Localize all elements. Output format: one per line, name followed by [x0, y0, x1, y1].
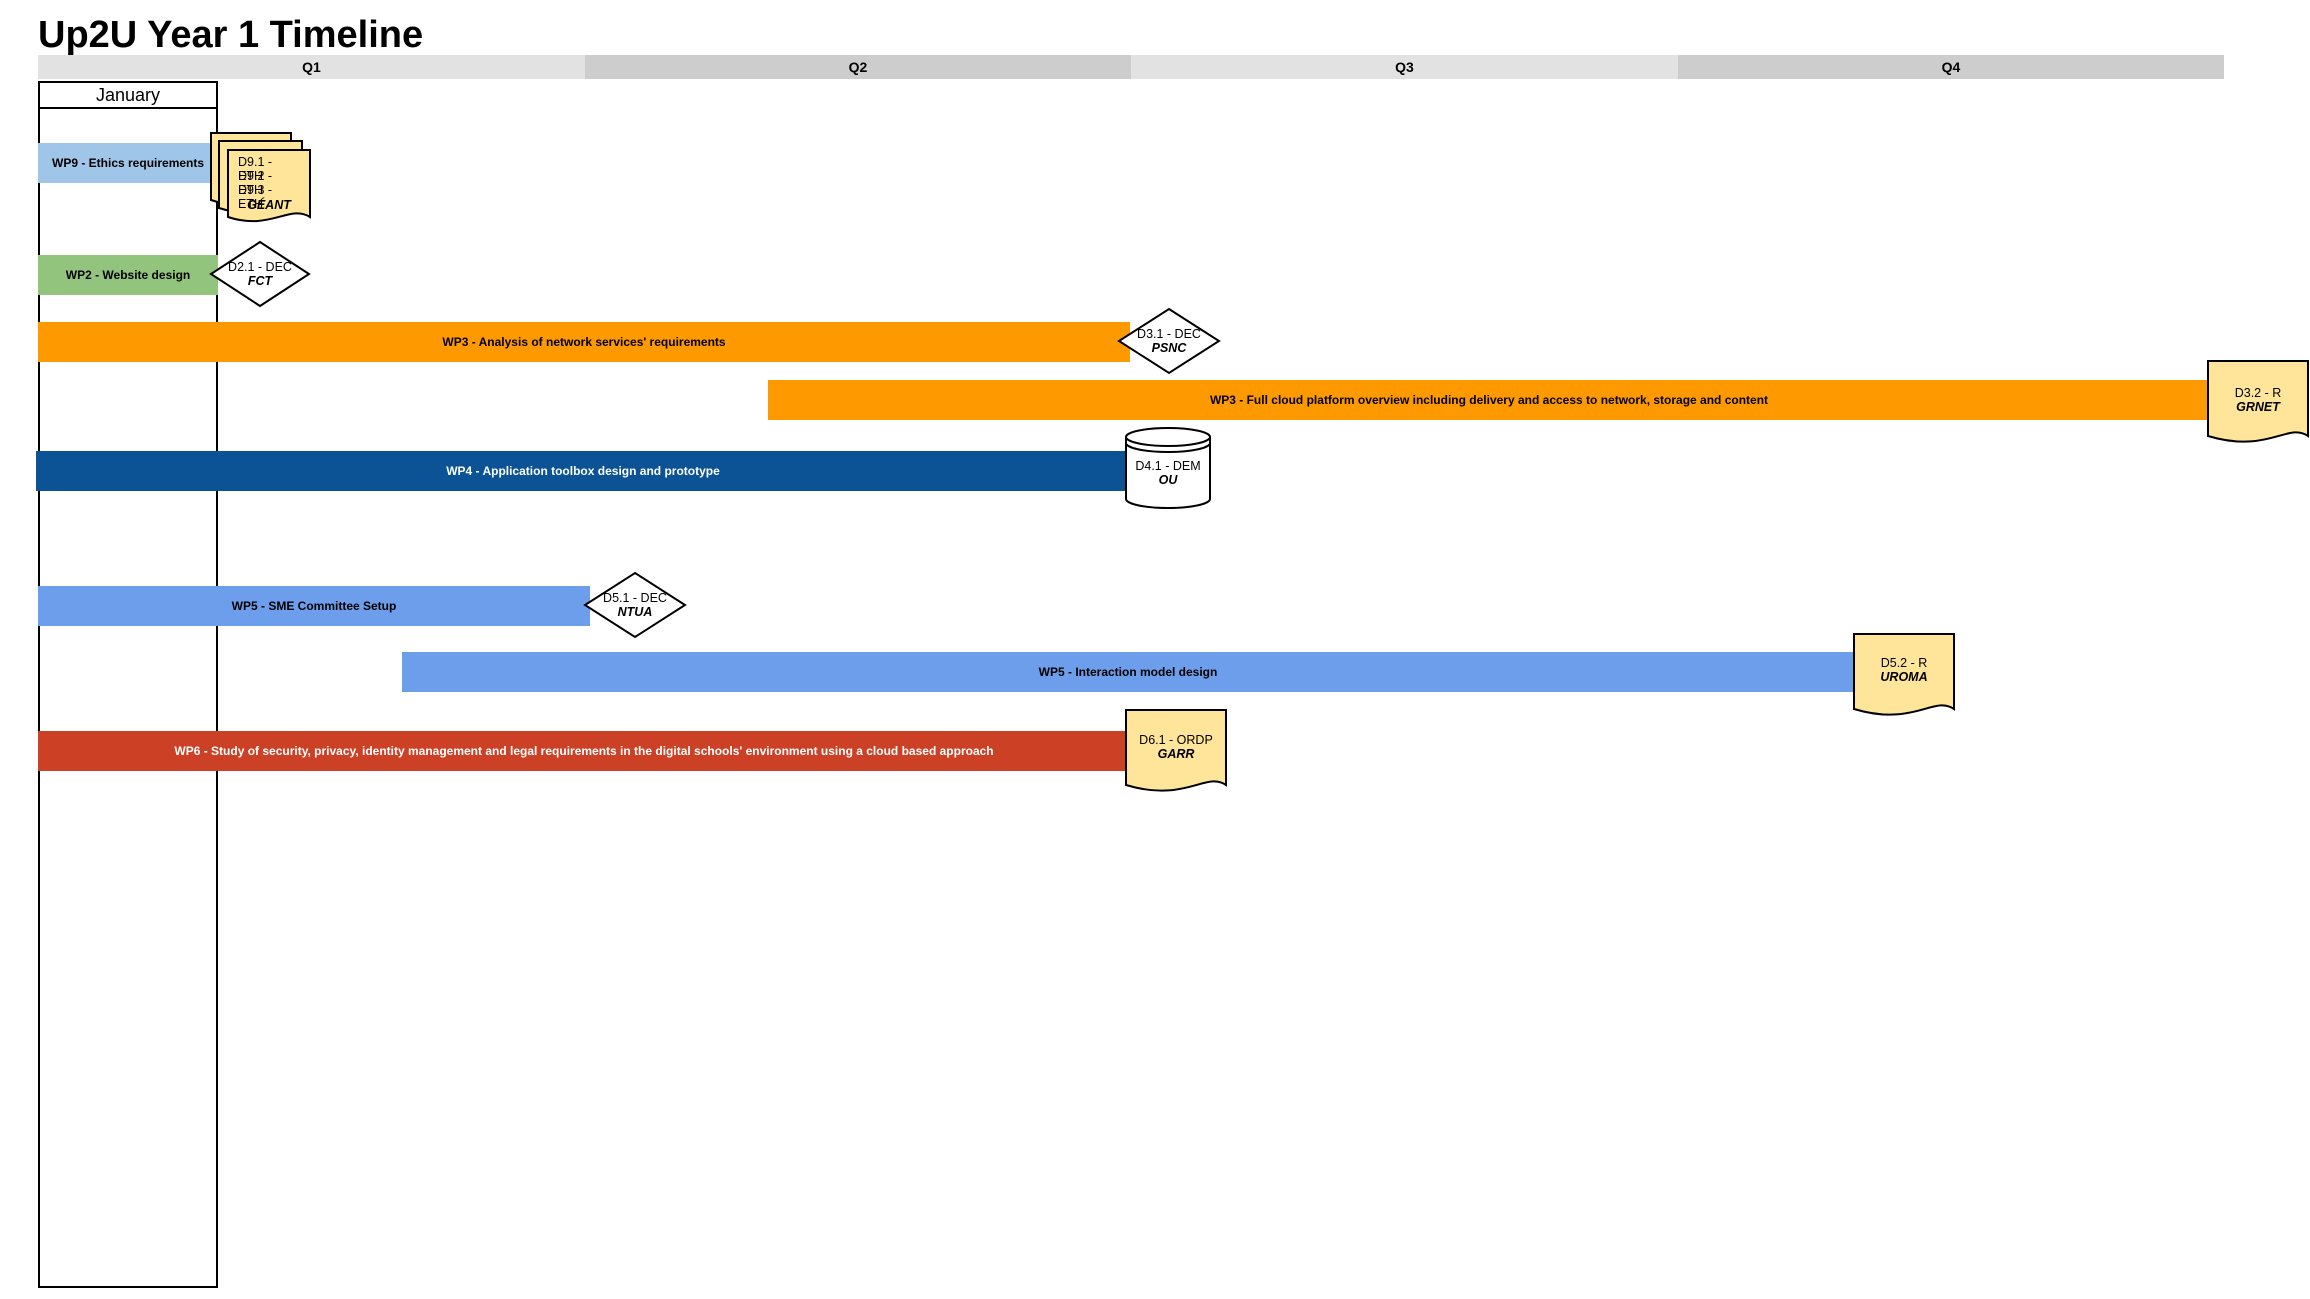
deliverable-d5-2-owner: UROMA	[1880, 670, 1928, 684]
task-bar-wp5-sme-committee: WP5 - SME Committee Setup	[38, 586, 590, 626]
deliverable-d3-2-label: D3.2 - R	[2234, 386, 2282, 400]
deliverable-d4-1-owner: OU	[1158, 473, 1178, 487]
month-label: January	[40, 83, 216, 109]
deliverable-d9-3-label: D9.3 - ETH	[238, 183, 273, 211]
deliverable-d5-1-diamond: D5.1 - DEC NTUA	[583, 571, 687, 639]
deliverable-d9-owner: GÉANT	[247, 198, 291, 212]
deliverable-d5-2-label: D5.2 - R	[1880, 656, 1928, 670]
quarter-q3: Q3	[1131, 55, 1678, 79]
task-bar-wp4: WP4 - Application toolbox design and pro…	[36, 451, 1130, 491]
deliverable-d9-2-label: D9.2 - ETH	[238, 169, 273, 197]
deliverable-d2-1-label: D2.1 - DEC	[228, 260, 292, 274]
deliverable-d2-1-owner: FCT	[247, 274, 273, 288]
deliverable-d5-1-owner: NTUA	[617, 605, 653, 619]
deliverable-d9-1-label: D9.1 - ETH	[238, 155, 273, 183]
page-title: Up2U Year 1 Timeline	[38, 14, 424, 56]
deliverable-d9-stacked-document: D9.1 - ETH D9.2 - ETH D9.3 - ETH GÉANT	[210, 132, 314, 234]
quarter-q1: Q1	[38, 55, 585, 79]
deliverable-d3-1-diamond: D3.1 - DEC PSNC	[1117, 307, 1221, 375]
task-bar-wp2: WP2 - Website design	[38, 255, 218, 295]
deliverable-d4-1-cylinder: D4.1 - DEM OU	[1125, 427, 1211, 509]
task-bar-wp3-cloud-platform: WP3 - Full cloud platform overview inclu…	[768, 380, 2210, 420]
deliverable-d4-1-label: D4.1 - DEM	[1135, 459, 1201, 473]
deliverable-d3-1-label: D3.1 - DEC	[1137, 327, 1201, 341]
month-column: January	[38, 81, 218, 1288]
deliverable-d6-1-owner: GARR	[1157, 747, 1195, 761]
deliverable-d5-1-label: D5.1 - DEC	[603, 591, 667, 605]
deliverable-d3-2-owner: GRNET	[2236, 400, 2280, 414]
deliverable-d2-1-diamond: D2.1 - DEC FCT	[209, 240, 311, 308]
quarter-q2: Q2	[585, 55, 1131, 79]
deliverable-d6-1-label: D6.1 - ORDP	[1139, 733, 1213, 747]
task-bar-wp6: WP6 - Study of security, privacy, identi…	[38, 731, 1130, 771]
task-bar-wp5-interaction-model: WP5 - Interaction model design	[402, 652, 1854, 692]
deliverable-d3-2-document: D3.2 - R GRNET	[2207, 360, 2309, 448]
quarter-q4: Q4	[1678, 55, 2224, 79]
deliverable-d5-2-document: D5.2 - R UROMA	[1853, 633, 1955, 721]
task-bar-wp3-analysis: WP3 - Analysis of network services' requ…	[38, 322, 1130, 362]
deliverable-d6-1-document: D6.1 - ORDP GARR	[1125, 709, 1227, 797]
deliverable-d3-1-owner: PSNC	[1151, 341, 1187, 355]
task-bar-wp9: WP9 - Ethics requirements	[38, 143, 212, 183]
